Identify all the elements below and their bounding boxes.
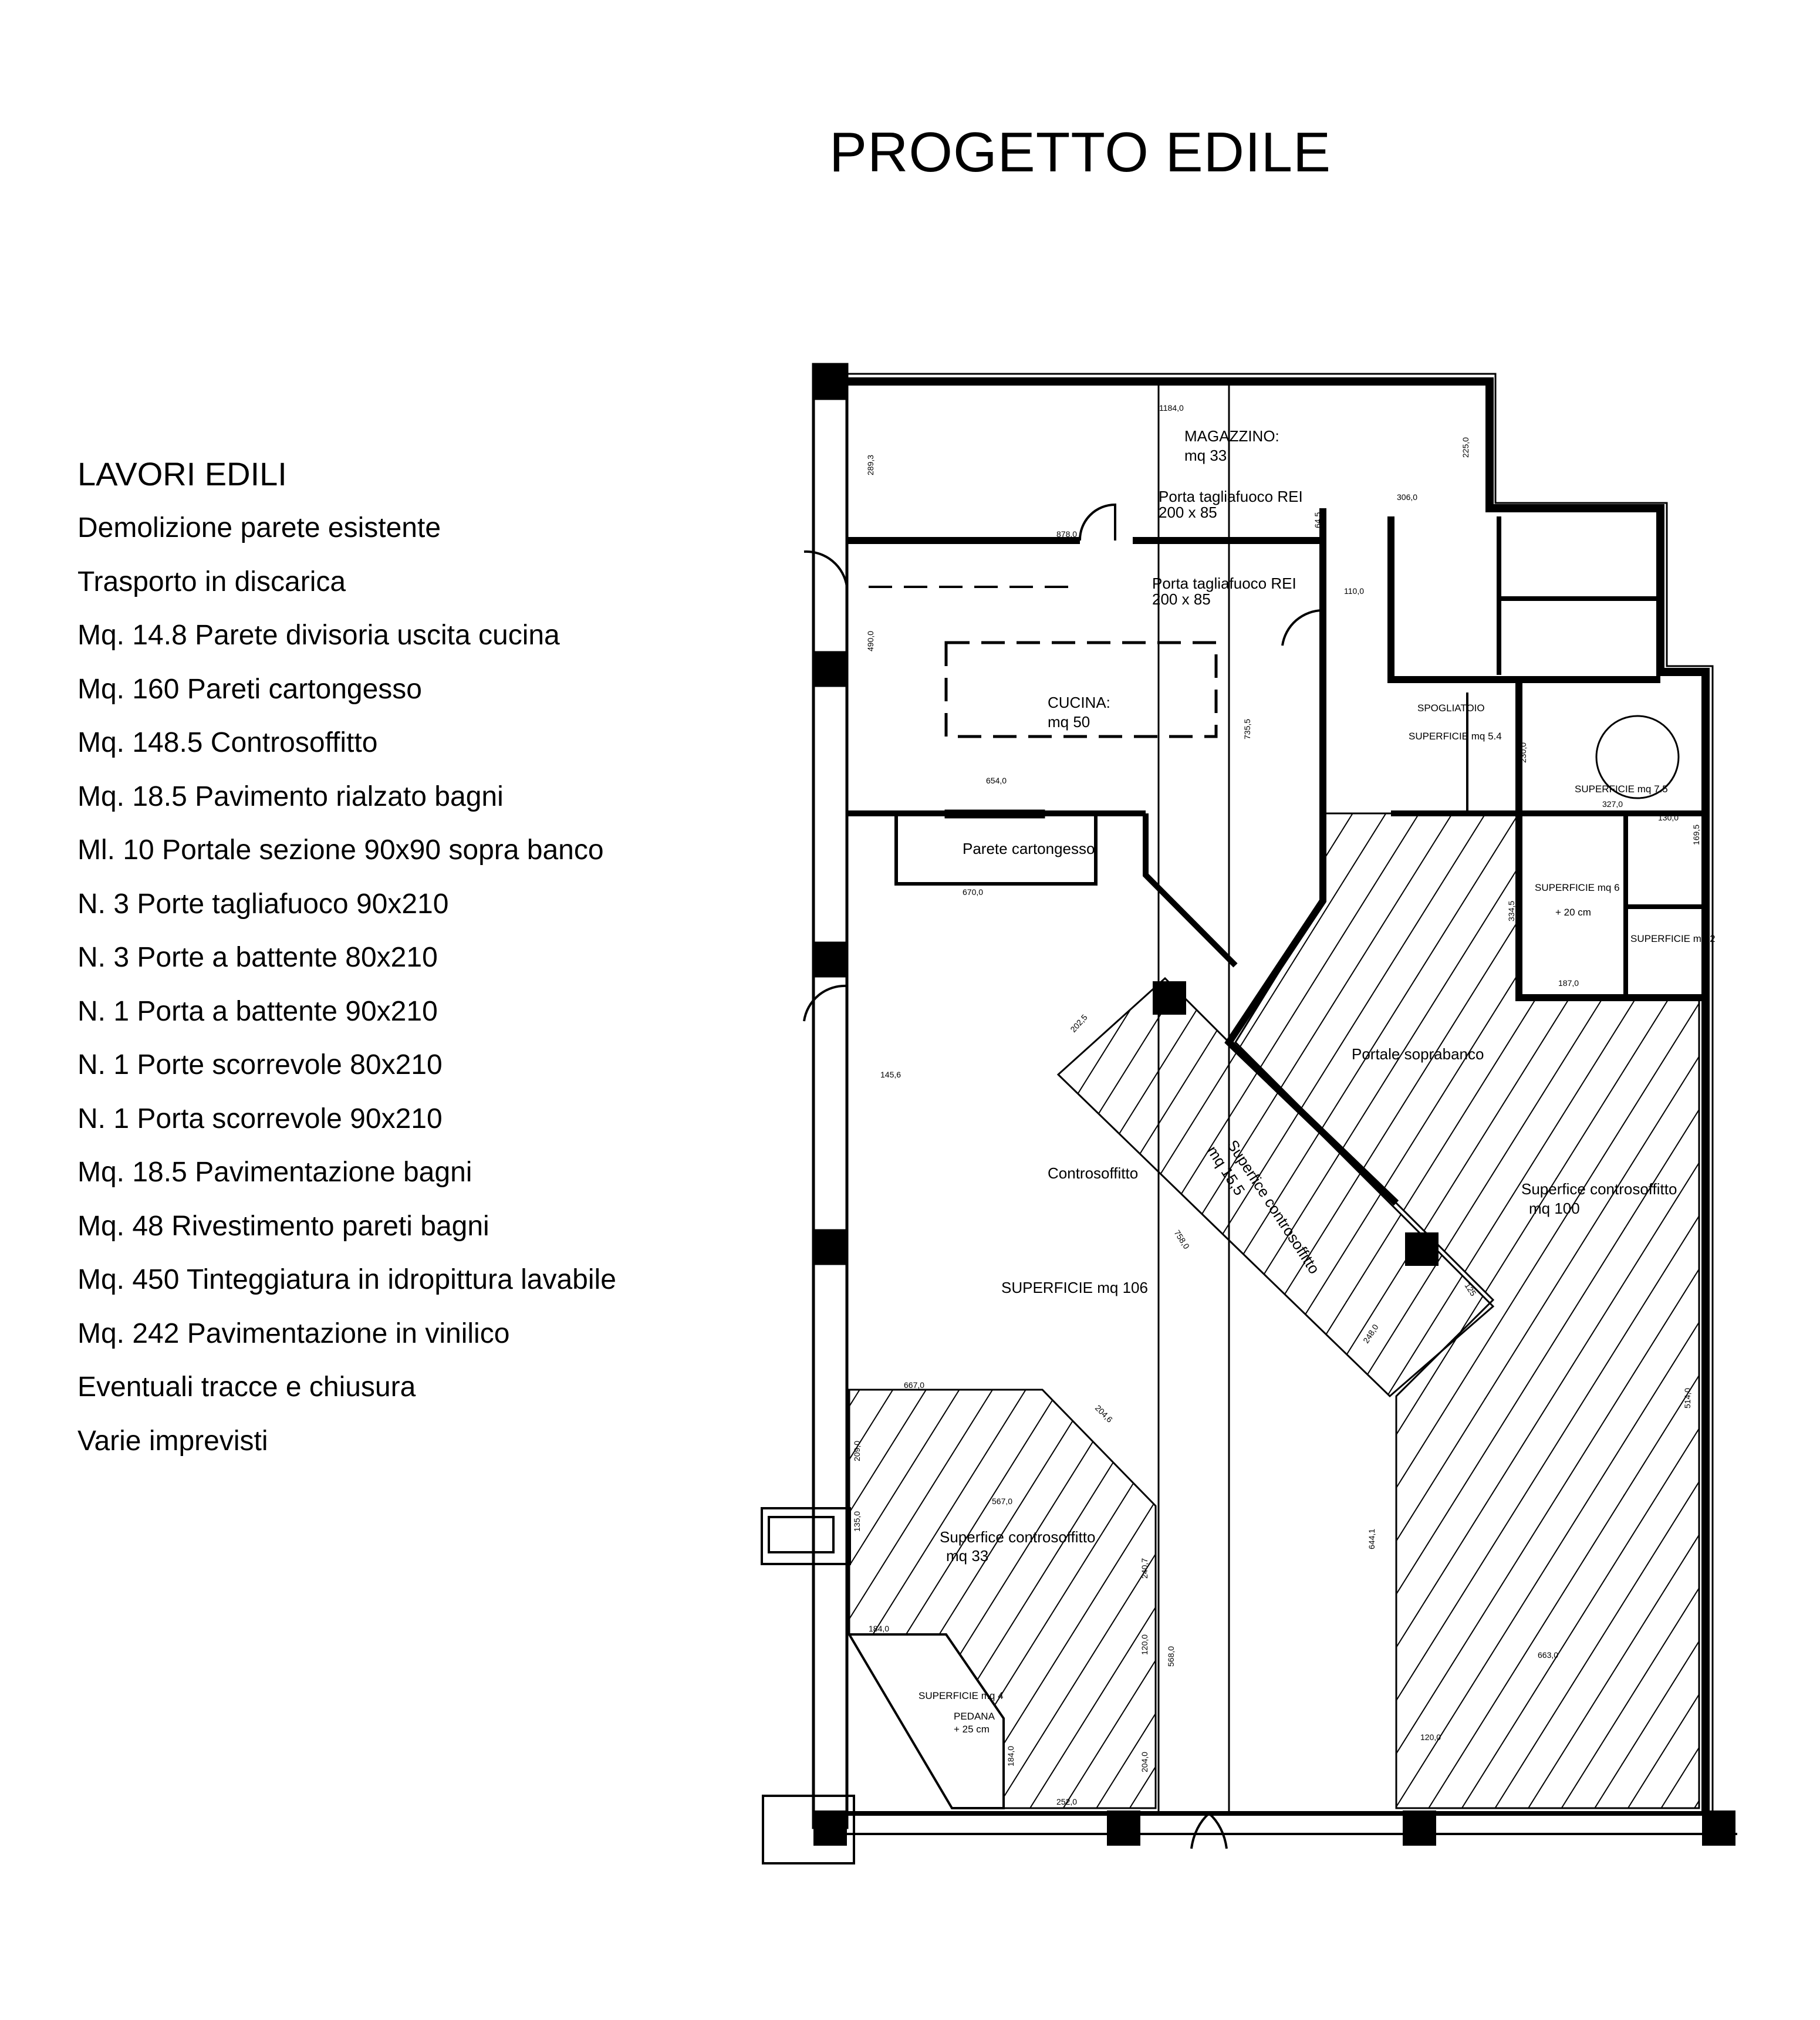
dimension: 184,0: [1006, 1746, 1015, 1766]
dimension: 878,0: [1056, 529, 1077, 539]
dimension: 644,1: [1367, 1529, 1376, 1549]
work-item: Mq. 160 Pareti cartongesso: [77, 673, 422, 705]
magazzino-area: mq 33: [1184, 447, 1227, 464]
work-item: Mq. 450 Tinteggiatura in idropittura lav…: [77, 1264, 616, 1295]
dimension: 568,0: [1166, 1646, 1176, 1667]
dimension: 289,3: [866, 455, 875, 475]
work-item: Demolizione parete esistente: [77, 512, 441, 543]
work-item: Mq. 148.5 Controsoffitto: [77, 727, 378, 758]
work-item: N. 3 Porte a battente 80x210: [77, 942, 438, 973]
work-item: Mq. 48 Rivestimento pareti bagni: [77, 1210, 489, 1242]
works-list: LAVORI EDILI Demolizione parete esistent…: [77, 455, 616, 1468]
work-item: Mq. 242 Pavimentazione in vinilico: [77, 1318, 510, 1349]
dimension: 490,0: [866, 631, 875, 651]
dimension: 64,5: [1313, 512, 1322, 528]
dimension: 670,0: [963, 887, 983, 897]
dimension: 145,6: [880, 1070, 901, 1079]
work-item: N. 3 Porte tagliafuoco 90x210: [77, 888, 449, 920]
work-item: Mq. 18.5 Pavimento rialzato bagni: [77, 781, 504, 812]
dimension: 654,0: [986, 776, 1007, 785]
bagno6-area: SUPERFICIE mq 6: [1535, 882, 1620, 893]
work-item: N. 1 Porta scorrevole 90x210: [77, 1103, 443, 1134]
columns: [813, 981, 1735, 1846]
controsoffitto33-label: Superfice controsoffitto: [940, 1528, 1095, 1546]
work-item: Mq. 14.8 Parete divisoria uscita cucina: [77, 620, 560, 651]
walls: [761, 363, 1737, 1864]
hatched-area-mq15: [1056, 977, 1495, 1398]
pedana-height: + 25 cm: [954, 1724, 990, 1735]
dimension: 306,0: [1397, 492, 1417, 502]
parete-cartongesso-label: Parete cartongesso: [963, 840, 1095, 857]
dimension: 184,0: [869, 1624, 889, 1633]
dimension: 735,5: [1242, 719, 1252, 739]
dimension: 120,0: [1420, 1732, 1441, 1742]
spogliatoio-label: SPOGLIATOIO: [1417, 702, 1485, 714]
controsoffitto-label: Controsoffitto: [1048, 1164, 1138, 1182]
works-heading: LAVORI EDILI: [77, 455, 287, 492]
dimension: 240,7: [1140, 1558, 1149, 1579]
dimension: 230,0: [1518, 742, 1528, 763]
dimension: 202,5: [1068, 1012, 1089, 1034]
dimension: 514,0: [1683, 1388, 1692, 1408]
work-item: N. 1 Porta a battente 90x210: [77, 995, 438, 1027]
portale-label: Portale soprabanco: [1352, 1045, 1484, 1063]
dimension: 758,0: [1172, 1228, 1191, 1251]
dimension: 667,0: [904, 1380, 924, 1390]
controsoffitto100-area: mq 100: [1529, 1200, 1580, 1217]
pedana-label: PEDANA: [954, 1711, 995, 1722]
dimension: 252,0: [1056, 1797, 1077, 1806]
superficie106-label: SUPERFICIE mq 106: [1001, 1279, 1148, 1296]
work-item: Trasporto in discarica: [77, 566, 346, 597]
dimension: 327,0: [1602, 799, 1623, 809]
fire-door-size: 200 x 85: [1152, 590, 1211, 608]
dimension: 334,5: [1507, 901, 1516, 921]
dimension: 663,0: [1538, 1650, 1558, 1660]
dimension: 120,0: [1140, 1634, 1149, 1655]
work-item: Eventuali tracce e chiusura: [77, 1372, 416, 1403]
door-swings: [803, 503, 1323, 1849]
work-item: Mq. 18.5 Pavimentazione bagni: [77, 1157, 472, 1188]
fire-door-label: Porta tagliafuoco REI: [1152, 575, 1296, 592]
fire-door-label: Porta tagliafuoco REI: [1159, 488, 1303, 505]
dimension: 204,0: [1140, 1752, 1149, 1772]
page-title: PROGETTO EDILE: [829, 121, 1332, 184]
bagno6-height: + 20 cm: [1555, 907, 1591, 918]
work-item: Varie imprevisti: [77, 1425, 268, 1457]
bagno2-area: SUPERFICIE mq 2: [1630, 933, 1716, 944]
work-item: N. 1 Porte scorrevole 80x210: [77, 1049, 443, 1080]
dimension: 204,6: [1093, 1403, 1115, 1424]
magazzino-label: MAGAZZINO:: [1184, 427, 1279, 445]
spogliatoio-area: SUPERFICIE mq 5.4: [1409, 731, 1502, 742]
dimension: 1184,0: [1159, 403, 1184, 413]
dimension: 225,0: [1461, 437, 1470, 458]
fire-door-size: 200 x 85: [1159, 504, 1217, 521]
pedana: [847, 1633, 1005, 1809]
dimension: 135,0: [852, 1511, 862, 1532]
work-item: Ml. 10 Portale sezione 90x90 sopra banco: [77, 835, 604, 866]
dimension: 567,0: [992, 1497, 1012, 1506]
bagno-disabili-area: SUPERFICIE mq 7.5: [1575, 783, 1668, 795]
cucina-area: mq 50: [1048, 713, 1090, 731]
dimension: 130,0: [1658, 813, 1679, 822]
controsoffitto33-area: mq 33: [946, 1547, 988, 1565]
dimension: 169,5: [1691, 825, 1701, 845]
controsoffitto100-label: Superfice controsoffitto: [1521, 1180, 1677, 1198]
pedana-area: SUPERFICIE mq 4: [919, 1690, 1004, 1701]
dimension: 187,0: [1558, 978, 1579, 988]
dimension: 209,0: [852, 1441, 862, 1461]
cucina-label: CUCINA:: [1048, 694, 1110, 711]
dimension: 110,0: [1344, 586, 1364, 596]
